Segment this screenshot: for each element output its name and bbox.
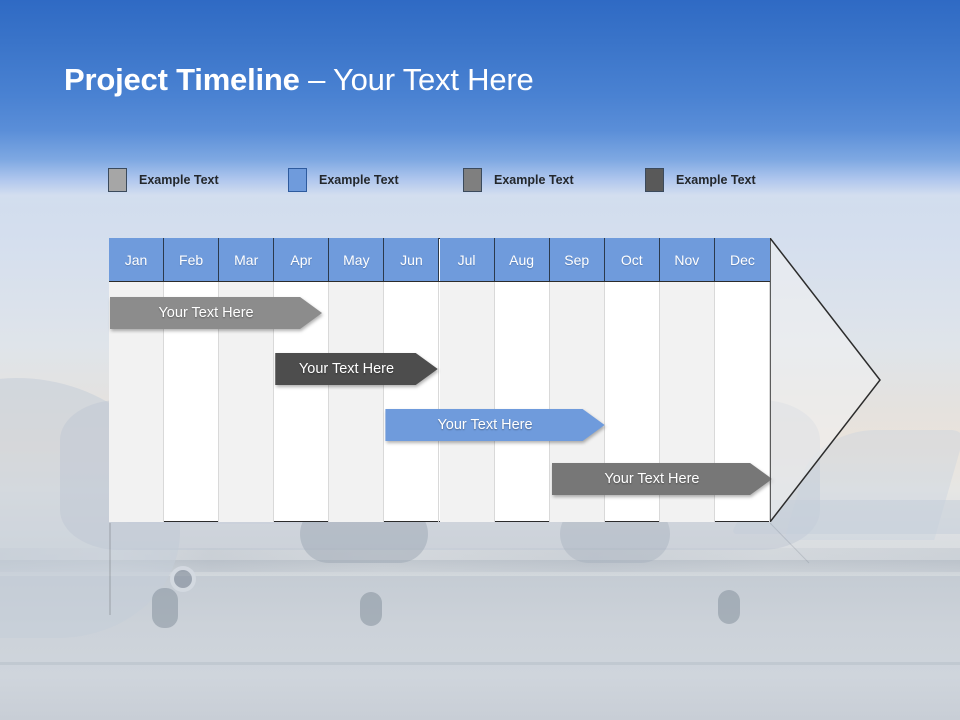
legend-label: Example Text xyxy=(676,173,756,187)
legend-swatch-icon xyxy=(108,168,127,192)
task-bar-arrow-shape xyxy=(110,297,322,329)
page-title-bold: Project Timeline xyxy=(64,62,300,97)
legend-swatch-icon xyxy=(288,168,307,192)
legend: Example Text Example Text Example Text Exam… xyxy=(108,168,828,196)
task-bar-arrow-shape xyxy=(275,353,437,385)
month-header-apr[interactable]: Apr xyxy=(274,238,330,281)
task-bar-4[interactable]: Your Text Here xyxy=(552,463,772,495)
month-column-aug xyxy=(495,238,550,522)
timeline-arrowhead xyxy=(769,235,882,525)
task-bar-1[interactable]: Your Text Here xyxy=(110,297,322,329)
legend-item-4[interactable]: Example Text xyxy=(645,168,756,192)
airplane-landing-gear-3 xyxy=(718,590,740,624)
background-horizon xyxy=(0,560,960,576)
legend-label: Example Text xyxy=(319,173,399,187)
airplane-landing-gear-2 xyxy=(360,592,382,626)
legend-label: Example Text xyxy=(494,173,574,187)
legend-swatch-icon xyxy=(463,168,482,192)
airplane-landing-gear-1 xyxy=(152,588,178,628)
task-bar-label: Your Text Here xyxy=(437,417,533,433)
month-header-may[interactable]: May xyxy=(329,238,385,281)
page-title: Project Timeline – Your Text Here xyxy=(64,58,534,102)
column-divider xyxy=(383,281,385,522)
column-divider xyxy=(438,281,440,522)
month-header-jan[interactable]: Jan xyxy=(109,238,165,281)
column-divider xyxy=(218,281,220,522)
runway-marking xyxy=(0,662,960,665)
column-divider xyxy=(273,281,275,522)
month-column-apr xyxy=(274,238,330,522)
month-header-jul[interactable]: Jul xyxy=(439,238,495,281)
task-bar-3[interactable]: Your Text Here xyxy=(385,409,604,441)
header-underline xyxy=(109,281,770,282)
month-header-aug[interactable]: Aug xyxy=(494,238,550,281)
column-divider xyxy=(163,281,165,522)
task-bar-label: Your Text Here xyxy=(158,305,254,321)
timeline-arrowhead-icon xyxy=(769,235,881,525)
column-divider xyxy=(548,281,550,522)
month-column-jul xyxy=(439,238,495,522)
legend-item-3[interactable]: Example Text xyxy=(463,168,574,192)
month-column-jun xyxy=(384,238,440,522)
month-header-mar[interactable]: Mar xyxy=(219,238,275,281)
task-bar-label: Your Text Here xyxy=(604,471,700,487)
month-header-jun[interactable]: Jun xyxy=(384,238,440,281)
legend-swatch-icon xyxy=(645,168,664,192)
month-header-sep[interactable]: Sep xyxy=(549,238,605,281)
column-divider xyxy=(603,281,605,522)
legend-item-1[interactable]: Example Text xyxy=(108,168,219,192)
month-column-feb xyxy=(164,238,220,522)
month-column-oct xyxy=(605,238,660,522)
task-bar-label: Your Text Here xyxy=(298,361,395,377)
column-divider xyxy=(658,281,660,522)
month-header-oct[interactable]: Oct xyxy=(604,238,660,281)
month-header-dec[interactable]: Dec xyxy=(714,238,770,281)
column-divider xyxy=(713,281,715,522)
column-divider xyxy=(328,281,330,522)
column-divider xyxy=(493,281,495,522)
month-header-feb[interactable]: Feb xyxy=(164,238,220,281)
background-tarmac xyxy=(0,576,960,720)
airplane-nose-gear-hub xyxy=(170,566,196,592)
legend-label: Example Text xyxy=(139,173,219,187)
task-bar-arrow-shape xyxy=(552,463,772,495)
legend-item-2[interactable]: Example Text xyxy=(288,168,399,192)
month-column-jan xyxy=(109,238,165,522)
page-title-regular: – Your Text Here xyxy=(299,62,534,97)
task-bar-2[interactable]: Your Text Here xyxy=(275,353,437,385)
month-column-mar xyxy=(219,238,275,522)
month-header-nov[interactable]: Nov xyxy=(659,238,715,281)
task-bar-arrow-shape xyxy=(385,409,604,441)
